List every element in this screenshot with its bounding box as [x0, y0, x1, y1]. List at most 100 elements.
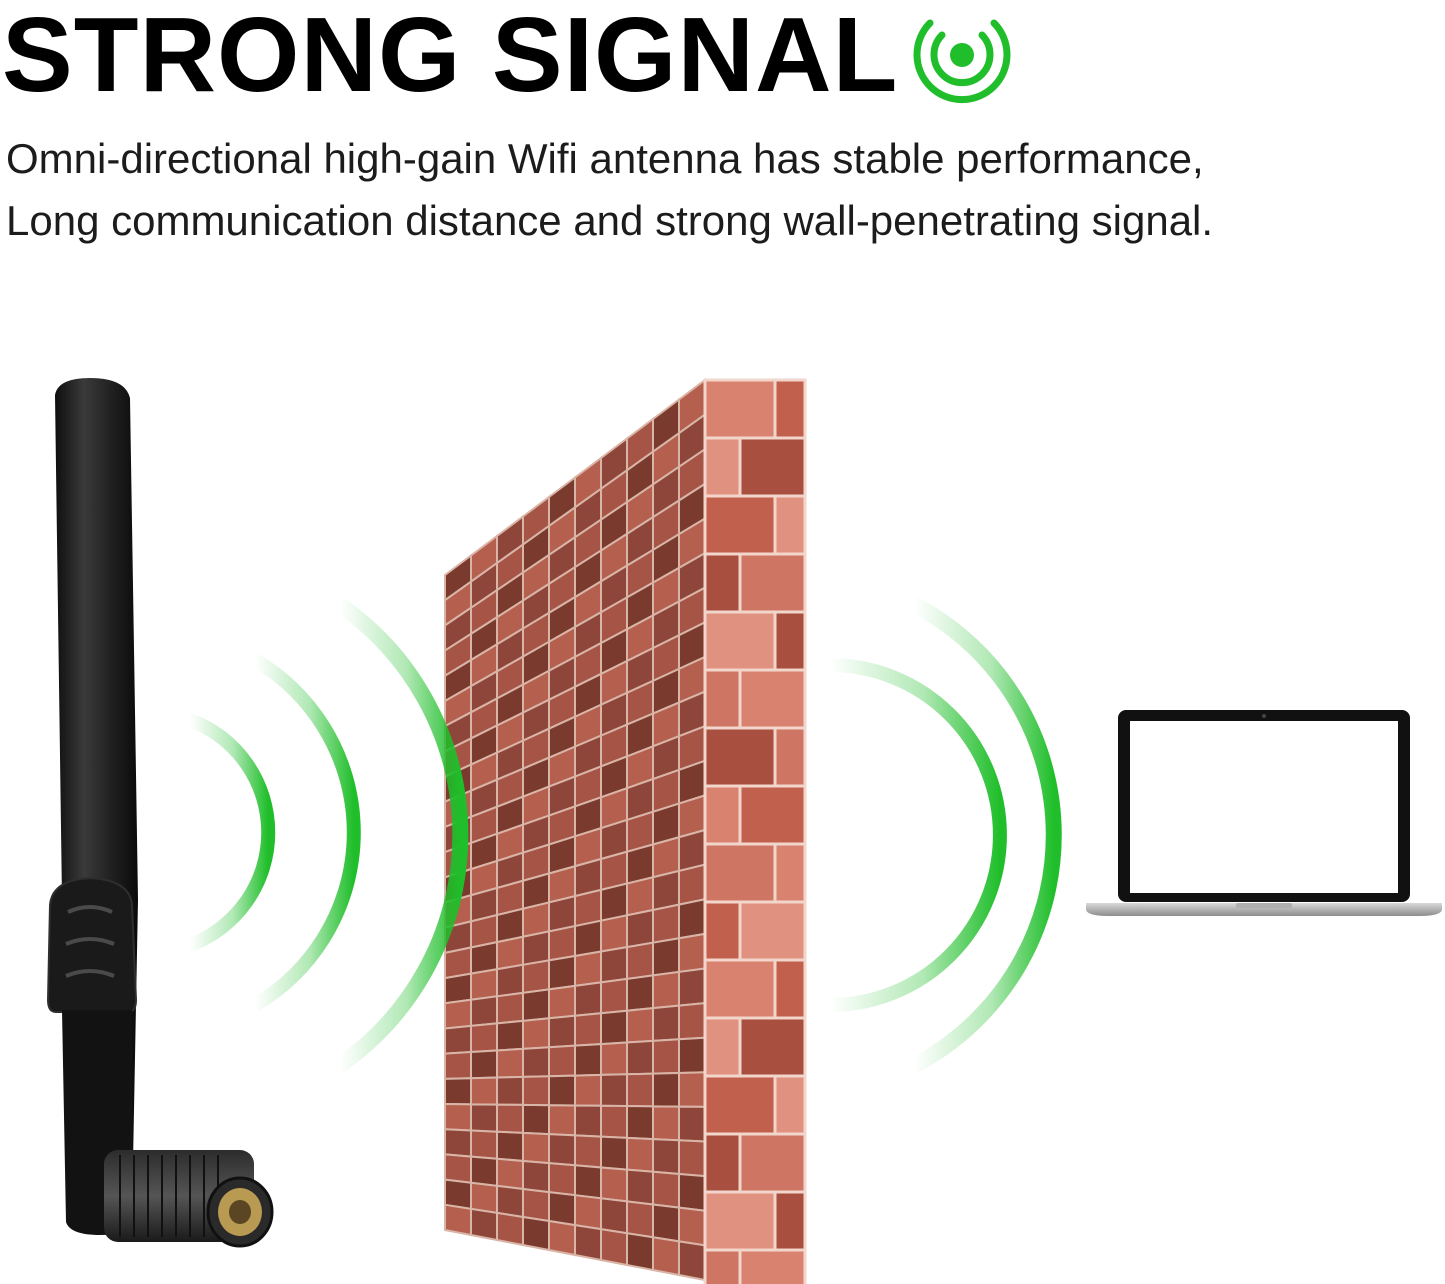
brick	[626, 941, 654, 981]
brick	[678, 1206, 706, 1247]
brick	[738, 1132, 807, 1194]
brick	[522, 1131, 550, 1165]
brick	[773, 494, 807, 556]
brick	[574, 950, 602, 988]
brick	[574, 1194, 602, 1231]
brick	[703, 378, 777, 440]
brick	[678, 967, 706, 1007]
brick	[600, 914, 628, 953]
brick	[738, 784, 807, 846]
brick	[444, 1050, 472, 1080]
brick	[496, 1130, 524, 1163]
brick	[703, 1074, 777, 1136]
brick	[703, 726, 777, 788]
signal-waves-left	[183, 597, 469, 1073]
brick	[626, 1200, 654, 1239]
laptop-icon	[1086, 710, 1442, 916]
brick	[600, 1009, 628, 1046]
brick	[548, 954, 576, 991]
brick	[626, 1039, 654, 1076]
brick	[444, 1203, 472, 1237]
brick	[496, 1103, 524, 1134]
brick	[773, 378, 807, 440]
illustration-scene	[46, 378, 1442, 1284]
brick	[574, 919, 602, 958]
brick	[652, 1203, 680, 1243]
brick	[470, 1207, 498, 1242]
brick	[678, 1139, 706, 1178]
brick	[548, 984, 576, 1020]
brick	[600, 1197, 628, 1235]
brick	[773, 610, 807, 672]
brick	[703, 1132, 742, 1194]
brick	[626, 974, 654, 1012]
brick	[548, 1162, 576, 1197]
brick	[470, 1181, 498, 1215]
brick	[496, 935, 524, 971]
brick	[703, 610, 777, 672]
brick	[600, 1041, 628, 1076]
brick	[773, 726, 807, 788]
brick	[600, 1104, 628, 1139]
brick	[522, 930, 550, 966]
brick	[444, 1153, 472, 1184]
brick	[626, 1136, 654, 1173]
brick	[574, 1043, 602, 1077]
signal-waves-right	[823, 597, 1062, 1073]
brick	[703, 436, 742, 498]
brick	[548, 1104, 576, 1137]
brick	[496, 1047, 524, 1079]
brick	[496, 1211, 524, 1247]
brick	[470, 1076, 498, 1106]
brick	[626, 1072, 654, 1108]
brick	[444, 1077, 472, 1106]
brick	[444, 1128, 472, 1158]
brick	[522, 1215, 550, 1252]
brick	[652, 970, 680, 1010]
brick	[652, 1038, 680, 1075]
brick	[738, 1248, 807, 1284]
brick	[773, 842, 807, 904]
brick	[652, 1004, 680, 1042]
brick	[496, 963, 524, 998]
brick	[678, 1105, 706, 1143]
brick	[600, 1166, 628, 1203]
brick	[522, 1103, 550, 1136]
brick	[652, 1138, 680, 1176]
brick	[496, 1075, 524, 1106]
brick	[652, 903, 680, 944]
brick	[522, 959, 550, 994]
brick	[738, 668, 807, 730]
brick	[496, 1157, 524, 1191]
brick	[548, 1133, 576, 1167]
brick	[574, 1104, 602, 1138]
brick	[600, 1073, 628, 1108]
brick	[703, 842, 777, 904]
brick	[703, 958, 777, 1020]
brick	[626, 1105, 654, 1141]
brick	[470, 1129, 498, 1160]
brick	[703, 668, 742, 730]
brick	[626, 908, 654, 949]
signal-broadcast-icon	[913, 19, 1011, 104]
brick	[574, 981, 602, 1017]
brick	[738, 552, 807, 614]
brick	[703, 1190, 777, 1252]
brick	[773, 1074, 807, 1136]
brick	[678, 1240, 706, 1282]
brick	[522, 1159, 550, 1194]
brick	[703, 494, 777, 556]
title-row: STRONG SIGNAL	[2, 0, 1012, 110]
brick	[738, 1016, 807, 1078]
brick	[773, 1190, 807, 1252]
brick	[496, 991, 524, 1025]
brick	[703, 1248, 742, 1284]
brick	[652, 1071, 680, 1108]
headline: STRONG SIGNAL	[2, 0, 899, 114]
brick	[600, 1227, 628, 1267]
brick	[470, 1022, 498, 1054]
brick	[678, 863, 706, 906]
brick	[703, 784, 742, 846]
subtitle-line-2: Long communication distance and strong w…	[6, 197, 1214, 244]
brick	[522, 1187, 550, 1223]
